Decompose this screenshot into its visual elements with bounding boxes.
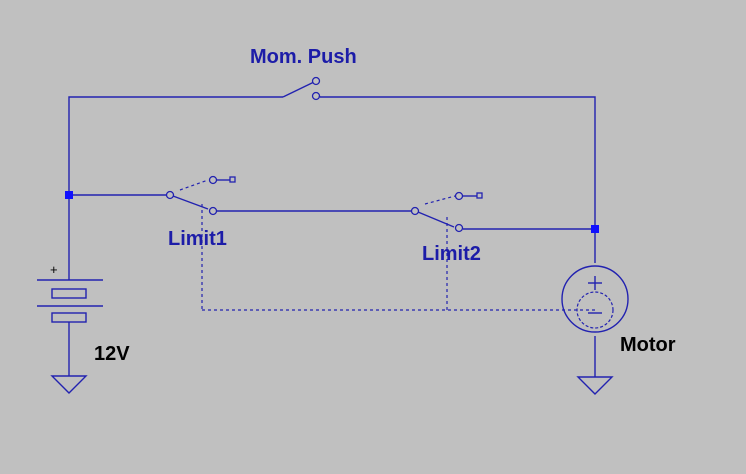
limit2-label: Limit2: [422, 243, 481, 265]
limit2-switch[interactable]: [410, 191, 483, 233]
battery-plus-label: +: [50, 262, 58, 277]
mom-push-switch[interactable]: [282, 76, 321, 101]
limit1-switch[interactable]: [165, 175, 236, 216]
motor-icon: [561, 265, 629, 333]
mom-push-label: Mom. Push: [250, 46, 357, 68]
battery-icon: [37, 274, 103, 323]
junction-left: [65, 191, 73, 199]
limit-linkage: [179, 179, 595, 311]
wires: [68, 96, 596, 377]
ground-icon: [576, 376, 614, 395]
ground-icon: [50, 375, 88, 394]
battery-voltage-label: 12V: [94, 343, 130, 365]
motor-label: Motor: [620, 334, 676, 356]
junction-right: [591, 225, 599, 233]
limit1-label: Limit1: [168, 228, 227, 250]
